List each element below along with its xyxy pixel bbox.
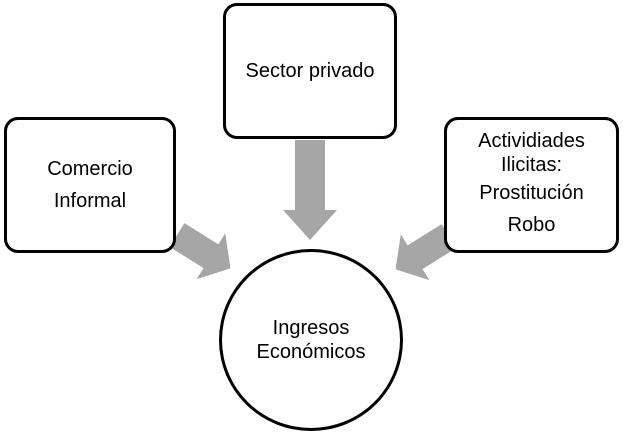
comercio-informal-box: Comercio Informal bbox=[4, 117, 176, 253]
arrow-top-to-center bbox=[283, 140, 337, 240]
actividades-ilicitas-box: Actividiades Ilicitas: Prostitución Robo bbox=[444, 117, 619, 253]
actividades-label-line-1: Actividiades bbox=[478, 130, 585, 152]
comercio-label-line-2: Informal bbox=[53, 190, 127, 212]
sector-privado-box: Sector privado bbox=[223, 3, 397, 139]
actividades-label-line-3: Prostitución bbox=[479, 182, 584, 204]
arrow-right-to-center bbox=[395, 224, 457, 281]
actividades-label-line-2: Ilicitas: bbox=[500, 154, 563, 176]
comercio-label-line-1: Comercio bbox=[47, 158, 133, 180]
actividades-label-line-4: Robo bbox=[507, 214, 556, 236]
arrow-left-to-center bbox=[169, 223, 231, 280]
sector-privado-label: Sector privado bbox=[245, 60, 375, 82]
ingresos-label-line-1: Ingresos bbox=[272, 317, 350, 339]
ingresos-economicos-circle: Ingresos Económicos bbox=[219, 249, 403, 431]
ingresos-label-line-2: Económicos bbox=[256, 341, 366, 363]
